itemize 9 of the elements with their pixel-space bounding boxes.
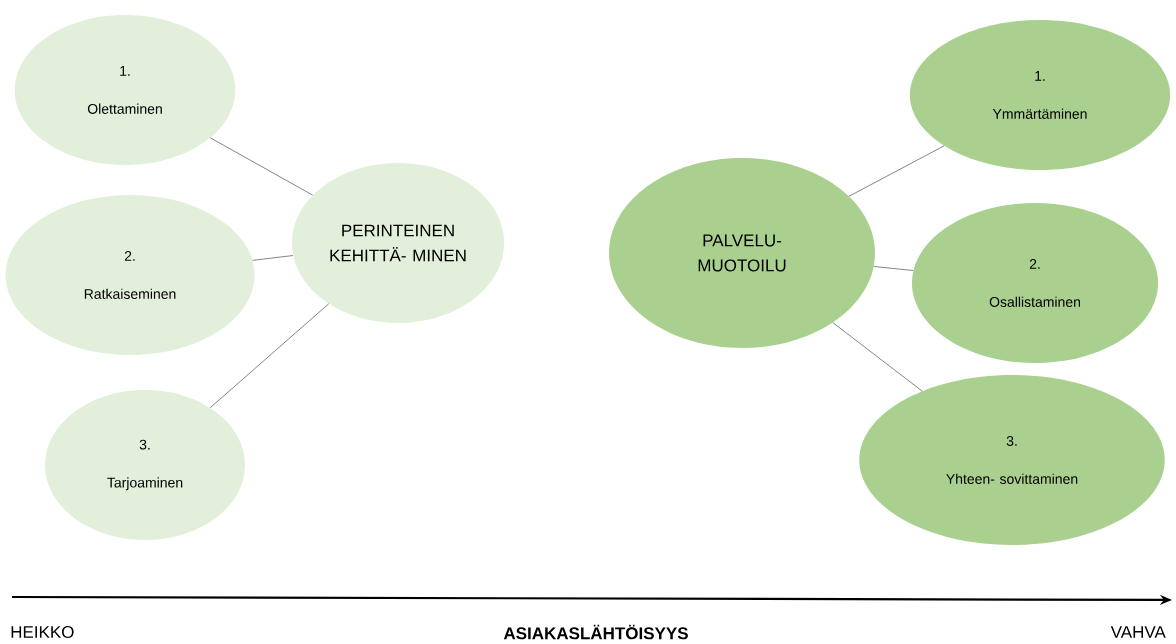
scale-label: VAHVA — [1110, 626, 1166, 638]
connector-line — [848, 145, 945, 197]
connector-line — [252, 255, 294, 261]
scale-label: HEIKKO — [11, 625, 74, 638]
connector-line — [210, 137, 313, 196]
connector-line — [832, 322, 923, 392]
axis-title: ASIAKASLÄHTÖISYYS — [503, 624, 688, 640]
connector-line — [209, 303, 330, 409]
connector-line — [873, 266, 914, 271]
